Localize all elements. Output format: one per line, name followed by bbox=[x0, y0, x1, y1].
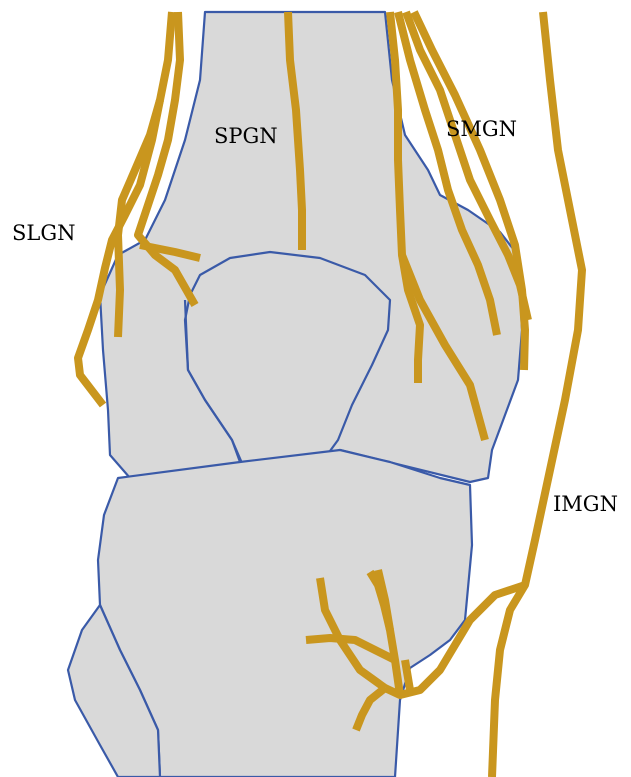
smgn-label: SMGN bbox=[446, 117, 517, 141]
spgn-label: SPGN bbox=[214, 124, 278, 148]
slgn-label: SLGN bbox=[12, 221, 75, 245]
imgn-label: IMGN bbox=[553, 492, 618, 516]
